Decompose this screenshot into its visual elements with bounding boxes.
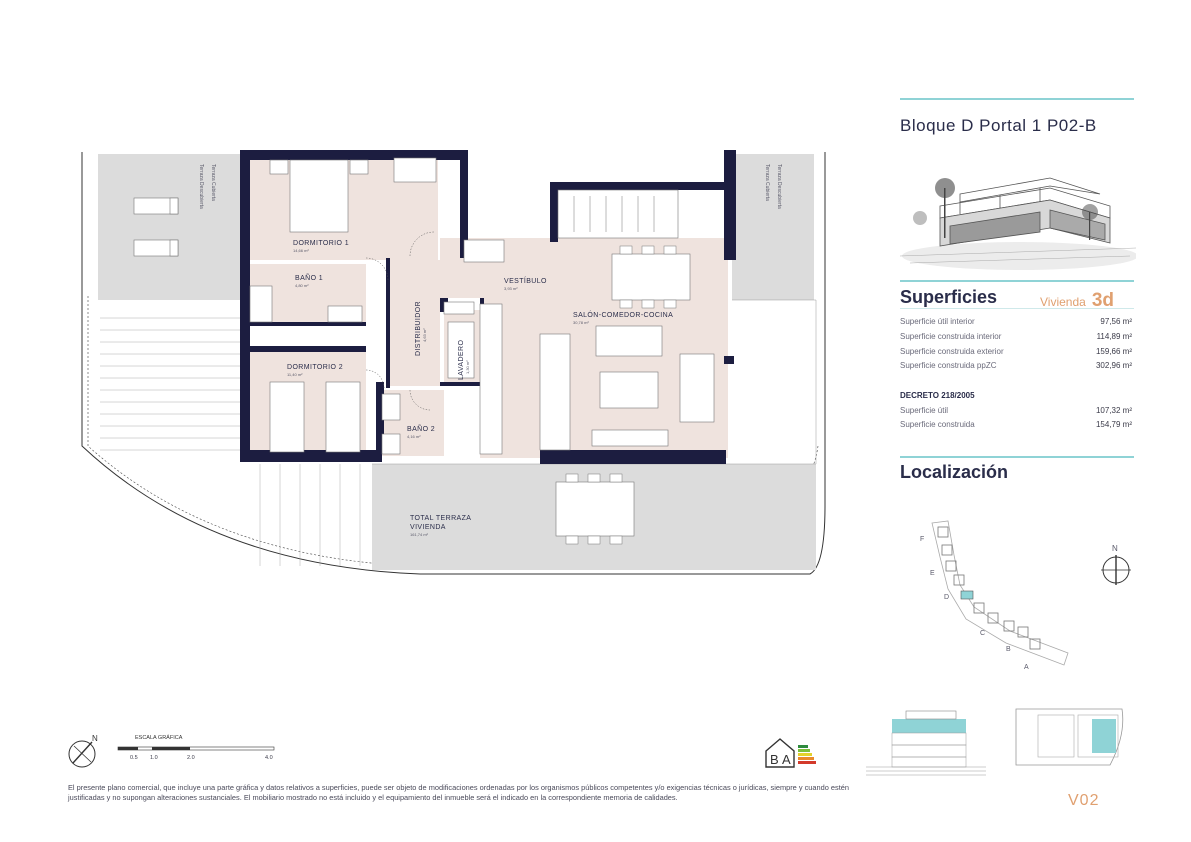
room-area-dormitorio-2: 11,40 m²	[287, 372, 303, 377]
localizacion-rule	[900, 456, 1134, 458]
terrace-label: Terraza Cubierta	[210, 164, 216, 201]
room-label-distribuidor: DISTRIBUIDOR	[415, 301, 422, 356]
room-label-dormitorio-1: DORMITORIO 1	[293, 240, 349, 247]
room-area-salon: 30,78 m²	[573, 320, 589, 325]
terrace-vivienda-label: VIVIENDA	[410, 524, 446, 531]
room-area-distribuidor: 4,63 m²	[422, 328, 427, 342]
room-area-bano-2: 4,16 m²	[407, 434, 421, 439]
superficies-divider	[900, 308, 1134, 309]
localizacion-heading: Localización	[900, 462, 1009, 482]
block-label-a: A	[1024, 664, 1029, 671]
decreto-heading: DECRETO 218/2005	[900, 391, 975, 400]
top-rule	[900, 98, 1134, 100]
block-label-b: B	[1006, 646, 1011, 653]
terrace-area: 161,74 m²	[410, 532, 429, 537]
plan-north-icon: N	[68, 734, 98, 768]
terrace-total-label: TOTAL TERRAZA	[410, 515, 471, 522]
room-label-salon: SALÓN-COMEDOR-COCINA	[573, 310, 673, 319]
right-terrace	[732, 154, 814, 300]
scale-tick: 2.0	[187, 755, 195, 761]
room-label-bano-1: BAÑO 1	[295, 273, 323, 282]
building-illustration	[900, 177, 1136, 270]
block-label-f: F	[920, 536, 924, 543]
superficies-heading: Superficies	[900, 287, 998, 307]
legal-disclaimer: El presente plano comercial, que incluye…	[68, 783, 849, 802]
elevation-thumbnail	[866, 710, 986, 776]
room-label-bano-2: BAÑO 2	[407, 424, 435, 433]
scale-tick: 4.0	[265, 755, 273, 761]
svg-text:N: N	[1112, 544, 1118, 553]
room-area-dormitorio-1: 14,66 m²	[293, 248, 309, 253]
map-north-icon: N	[1101, 544, 1131, 585]
vivienda-number: 3d	[1091, 290, 1115, 311]
terrace-label: Terraza Descubierta	[198, 164, 204, 209]
block-label-d: D	[944, 594, 949, 601]
scale-tick: 0.5	[130, 755, 138, 761]
floor-plan: Terraza Descubierta Terraza Cubierta Ter…	[81, 150, 826, 575]
energy-rating-logo: B A	[765, 738, 816, 768]
svg-text:B: B	[770, 752, 779, 767]
terrace-outline	[81, 152, 826, 575]
left-terrace	[98, 154, 240, 300]
page-title: Bloque D Portal 1 P02-B	[900, 116, 1097, 135]
page-code: V02	[1068, 792, 1100, 809]
highlighted-block	[960, 590, 974, 600]
superficies-rule	[900, 280, 1134, 282]
scale-bar	[117, 746, 275, 751]
block-label-c: C	[980, 630, 985, 637]
room-area-bano-1: 4,80 m²	[295, 283, 309, 288]
terrace-label: Terraza Descubierta	[776, 164, 782, 209]
block-label-e: E	[930, 570, 935, 577]
floor-key-thumbnail	[1015, 708, 1124, 766]
room-area-vestibulo: 3,93 m²	[504, 286, 518, 291]
room-label-dormitorio-2: DORMITORIO 2	[287, 364, 343, 371]
room-label-vestibulo: VESTÍBULO	[504, 276, 547, 285]
room-area-lavadero: 1,30 m²	[465, 360, 470, 374]
room-label-lavadero: LAVADERO	[458, 340, 465, 380]
scale-label: ESCALA GRÁFICA	[135, 735, 183, 741]
terrace-label: Terraza Cubierta	[764, 164, 770, 201]
svg-text:A: A	[782, 752, 791, 767]
location-map: F E D C B A N	[920, 520, 1131, 671]
svg-text:N: N	[92, 734, 98, 743]
scale-tick: 1.0	[150, 755, 158, 761]
